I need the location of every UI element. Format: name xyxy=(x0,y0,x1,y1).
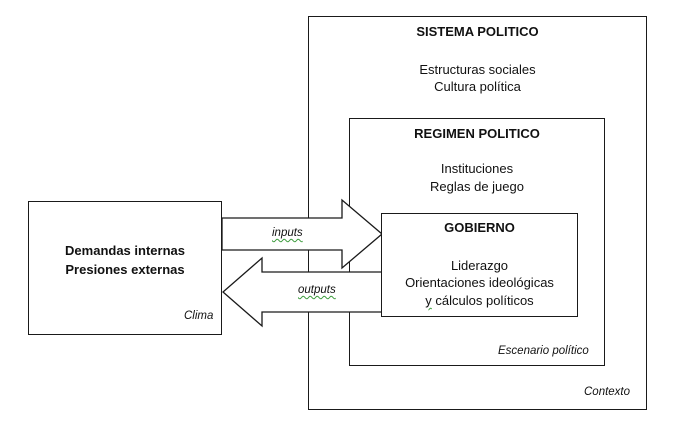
regimen-politico-line-2: Reglas de juego xyxy=(430,179,524,194)
inputs-label: inputs xyxy=(272,227,303,239)
contexto-label: Contexto xyxy=(584,386,631,398)
gobierno-box xyxy=(381,213,578,317)
demandas-box xyxy=(28,201,222,335)
regimen-politico-title: REGIMEN POLITICO xyxy=(414,126,540,141)
sistema-politico-title: SISTEMA POLITICO xyxy=(416,24,539,39)
escenario-politico-label: Escenario político xyxy=(498,345,589,357)
gobierno-title: GOBIERNO xyxy=(444,220,515,235)
demandas-line-1: Demandas internas xyxy=(65,243,185,258)
demandas-line-2: Presiones externas xyxy=(65,262,185,277)
regimen-politico-line-1: Instituciones xyxy=(440,161,514,176)
gobierno-line-1: Liderazgo xyxy=(450,258,509,273)
gobierno-line-3-lead: y xyxy=(425,293,432,308)
clima-label: Clima xyxy=(184,310,214,322)
inputs-arrow xyxy=(221,198,384,270)
gobierno-line-3-rest: cálculos políticos xyxy=(431,293,534,308)
outputs-arrow xyxy=(222,256,384,328)
sistema-politico-line-2: Cultura política xyxy=(434,79,521,94)
outputs-label: outputs xyxy=(298,284,336,296)
gobierno-line-2: Orientaciones ideológicas xyxy=(405,275,554,290)
sistema-politico-line-1: Estructuras sociales xyxy=(419,62,536,77)
sistema-politico-box xyxy=(308,16,647,410)
gobierno-line-3: y cálculos políticos xyxy=(381,293,578,308)
